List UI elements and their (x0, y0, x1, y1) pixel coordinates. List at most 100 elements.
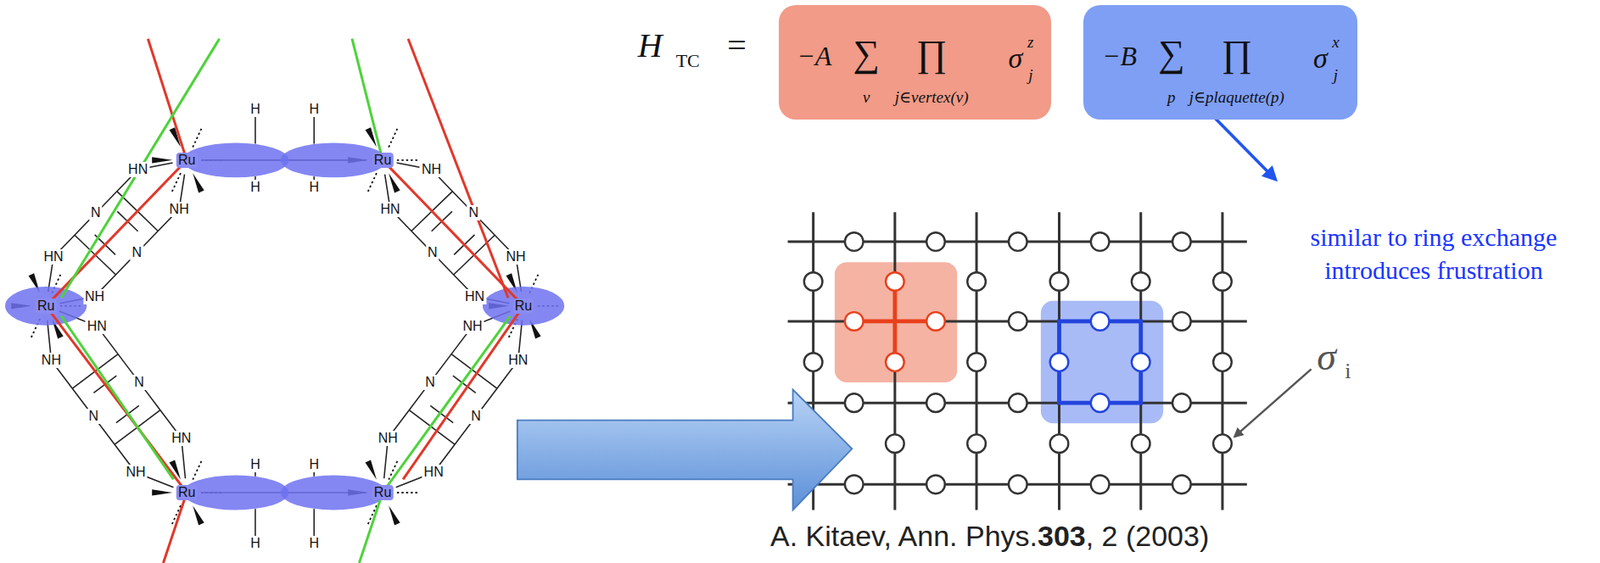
spin-site (804, 272, 823, 291)
formula-symbol: j (1333, 66, 1338, 83)
atom-label: N (423, 374, 437, 391)
atom-label: H (248, 179, 263, 196)
metal-atom: Ru (513, 298, 534, 314)
orbital-lobe (182, 475, 289, 511)
spin-site (1172, 475, 1192, 495)
spin-site (1008, 393, 1028, 413)
atom-label: H (307, 536, 321, 552)
orbital-lobe (482, 286, 565, 326)
atom-label: H (248, 101, 263, 118)
atom-label: HN (85, 318, 109, 335)
spin-site (1050, 352, 1069, 372)
dashed-bond (397, 492, 418, 494)
atom-label: H (307, 101, 321, 118)
spin-site (1131, 434, 1151, 454)
exchange-paths (45, 39, 524, 563)
metal-atom: Ru (176, 485, 197, 501)
formula-symbol: x (1331, 33, 1339, 51)
plaquette-term-box: −B∑p∏j∈plaquette(p)σxj (1083, 5, 1357, 120)
metal-atom: Ru (372, 485, 393, 501)
spin-site (844, 312, 864, 331)
atom-label: H (248, 457, 263, 473)
red-path (382, 160, 524, 480)
atom-label: N (466, 205, 481, 221)
atom-label: N (469, 408, 483, 425)
molecule-bonds (11, 109, 559, 544)
red-path (45, 39, 187, 307)
text-label: TC (676, 51, 700, 71)
atom-label: HN (422, 464, 446, 481)
dashed-bond (388, 128, 398, 148)
atom-label: HN (126, 162, 150, 178)
formula-symbol: ∏ (1221, 35, 1253, 73)
green-path (358, 316, 510, 563)
atom-label: H (307, 457, 321, 473)
formula-symbol: ∑ (852, 35, 879, 73)
spin-site (1131, 272, 1151, 291)
bond-line (59, 311, 186, 479)
atom-label: HN (378, 201, 402, 218)
atom-label: H (307, 179, 321, 196)
atom-label: N (425, 245, 440, 261)
atom-label: NH (167, 201, 191, 218)
formula-symbol: ∑ (1158, 35, 1185, 73)
atom-label: NH (376, 430, 400, 447)
wedge-bond (151, 489, 173, 496)
plaquette-loop (1059, 321, 1142, 403)
atom-label: NH (83, 289, 107, 305)
spin-site (926, 312, 946, 331)
spin-site (1172, 393, 1192, 413)
orbital-lobe (5, 286, 87, 326)
metal-atom: Ru (176, 152, 197, 168)
atom-label: N (130, 245, 145, 261)
atom-label: N (89, 205, 103, 221)
bond-line (47, 320, 174, 488)
spin-site (1131, 352, 1151, 372)
formula-symbol: −B (1102, 42, 1137, 70)
wedge-bond (364, 459, 376, 480)
orbital-lobe (280, 475, 387, 511)
vertex-term-box: −A∑v∏j∈vertex(v)σzj (778, 5, 1052, 120)
citation-text: A. Kitaev, Ann. Phys. (770, 520, 1038, 553)
atom-label: N (132, 374, 146, 391)
metal-atom: Ru (372, 152, 393, 168)
green-path (61, 316, 174, 480)
dashed-bond (192, 128, 202, 148)
spin-site (1008, 312, 1028, 331)
formula-symbol: j∈plaquette(p) (1189, 89, 1285, 106)
bond-line (384, 311, 511, 479)
spin-site (967, 434, 986, 454)
spin-site (1008, 232, 1028, 252)
formula-symbol: p (1167, 89, 1176, 106)
dashed-bond (172, 173, 181, 192)
text-label: H (637, 28, 663, 63)
spin-site (844, 393, 864, 413)
plaquette-highlight (1040, 301, 1164, 424)
spin-site (1213, 434, 1232, 454)
green-path (352, 39, 383, 161)
bond-line (397, 162, 522, 292)
formula-symbol: z (1027, 33, 1034, 51)
spin-pointer (1234, 369, 1311, 437)
formula-symbol: j (1028, 66, 1033, 83)
spin-site (926, 393, 946, 413)
green-path (61, 39, 219, 299)
text-label: similar to ring exchange (1310, 224, 1558, 251)
wedge-bond (151, 156, 173, 163)
dashed-bond (397, 159, 418, 162)
atom-label: HN (463, 289, 487, 305)
red-path (45, 306, 187, 563)
dashed-bond (192, 461, 202, 481)
text-label: = (727, 28, 747, 63)
text-label: i (1344, 360, 1351, 383)
wedge-bond (388, 505, 400, 526)
spin-site (1213, 272, 1232, 291)
annotation-arrow (1212, 115, 1276, 180)
spin-site (1090, 393, 1110, 413)
spin-site (1090, 232, 1110, 252)
spin-site (885, 272, 905, 291)
spin-site (1213, 352, 1232, 372)
citation-text: , 2 (2003) (1085, 520, 1210, 553)
spin-site (926, 475, 946, 495)
